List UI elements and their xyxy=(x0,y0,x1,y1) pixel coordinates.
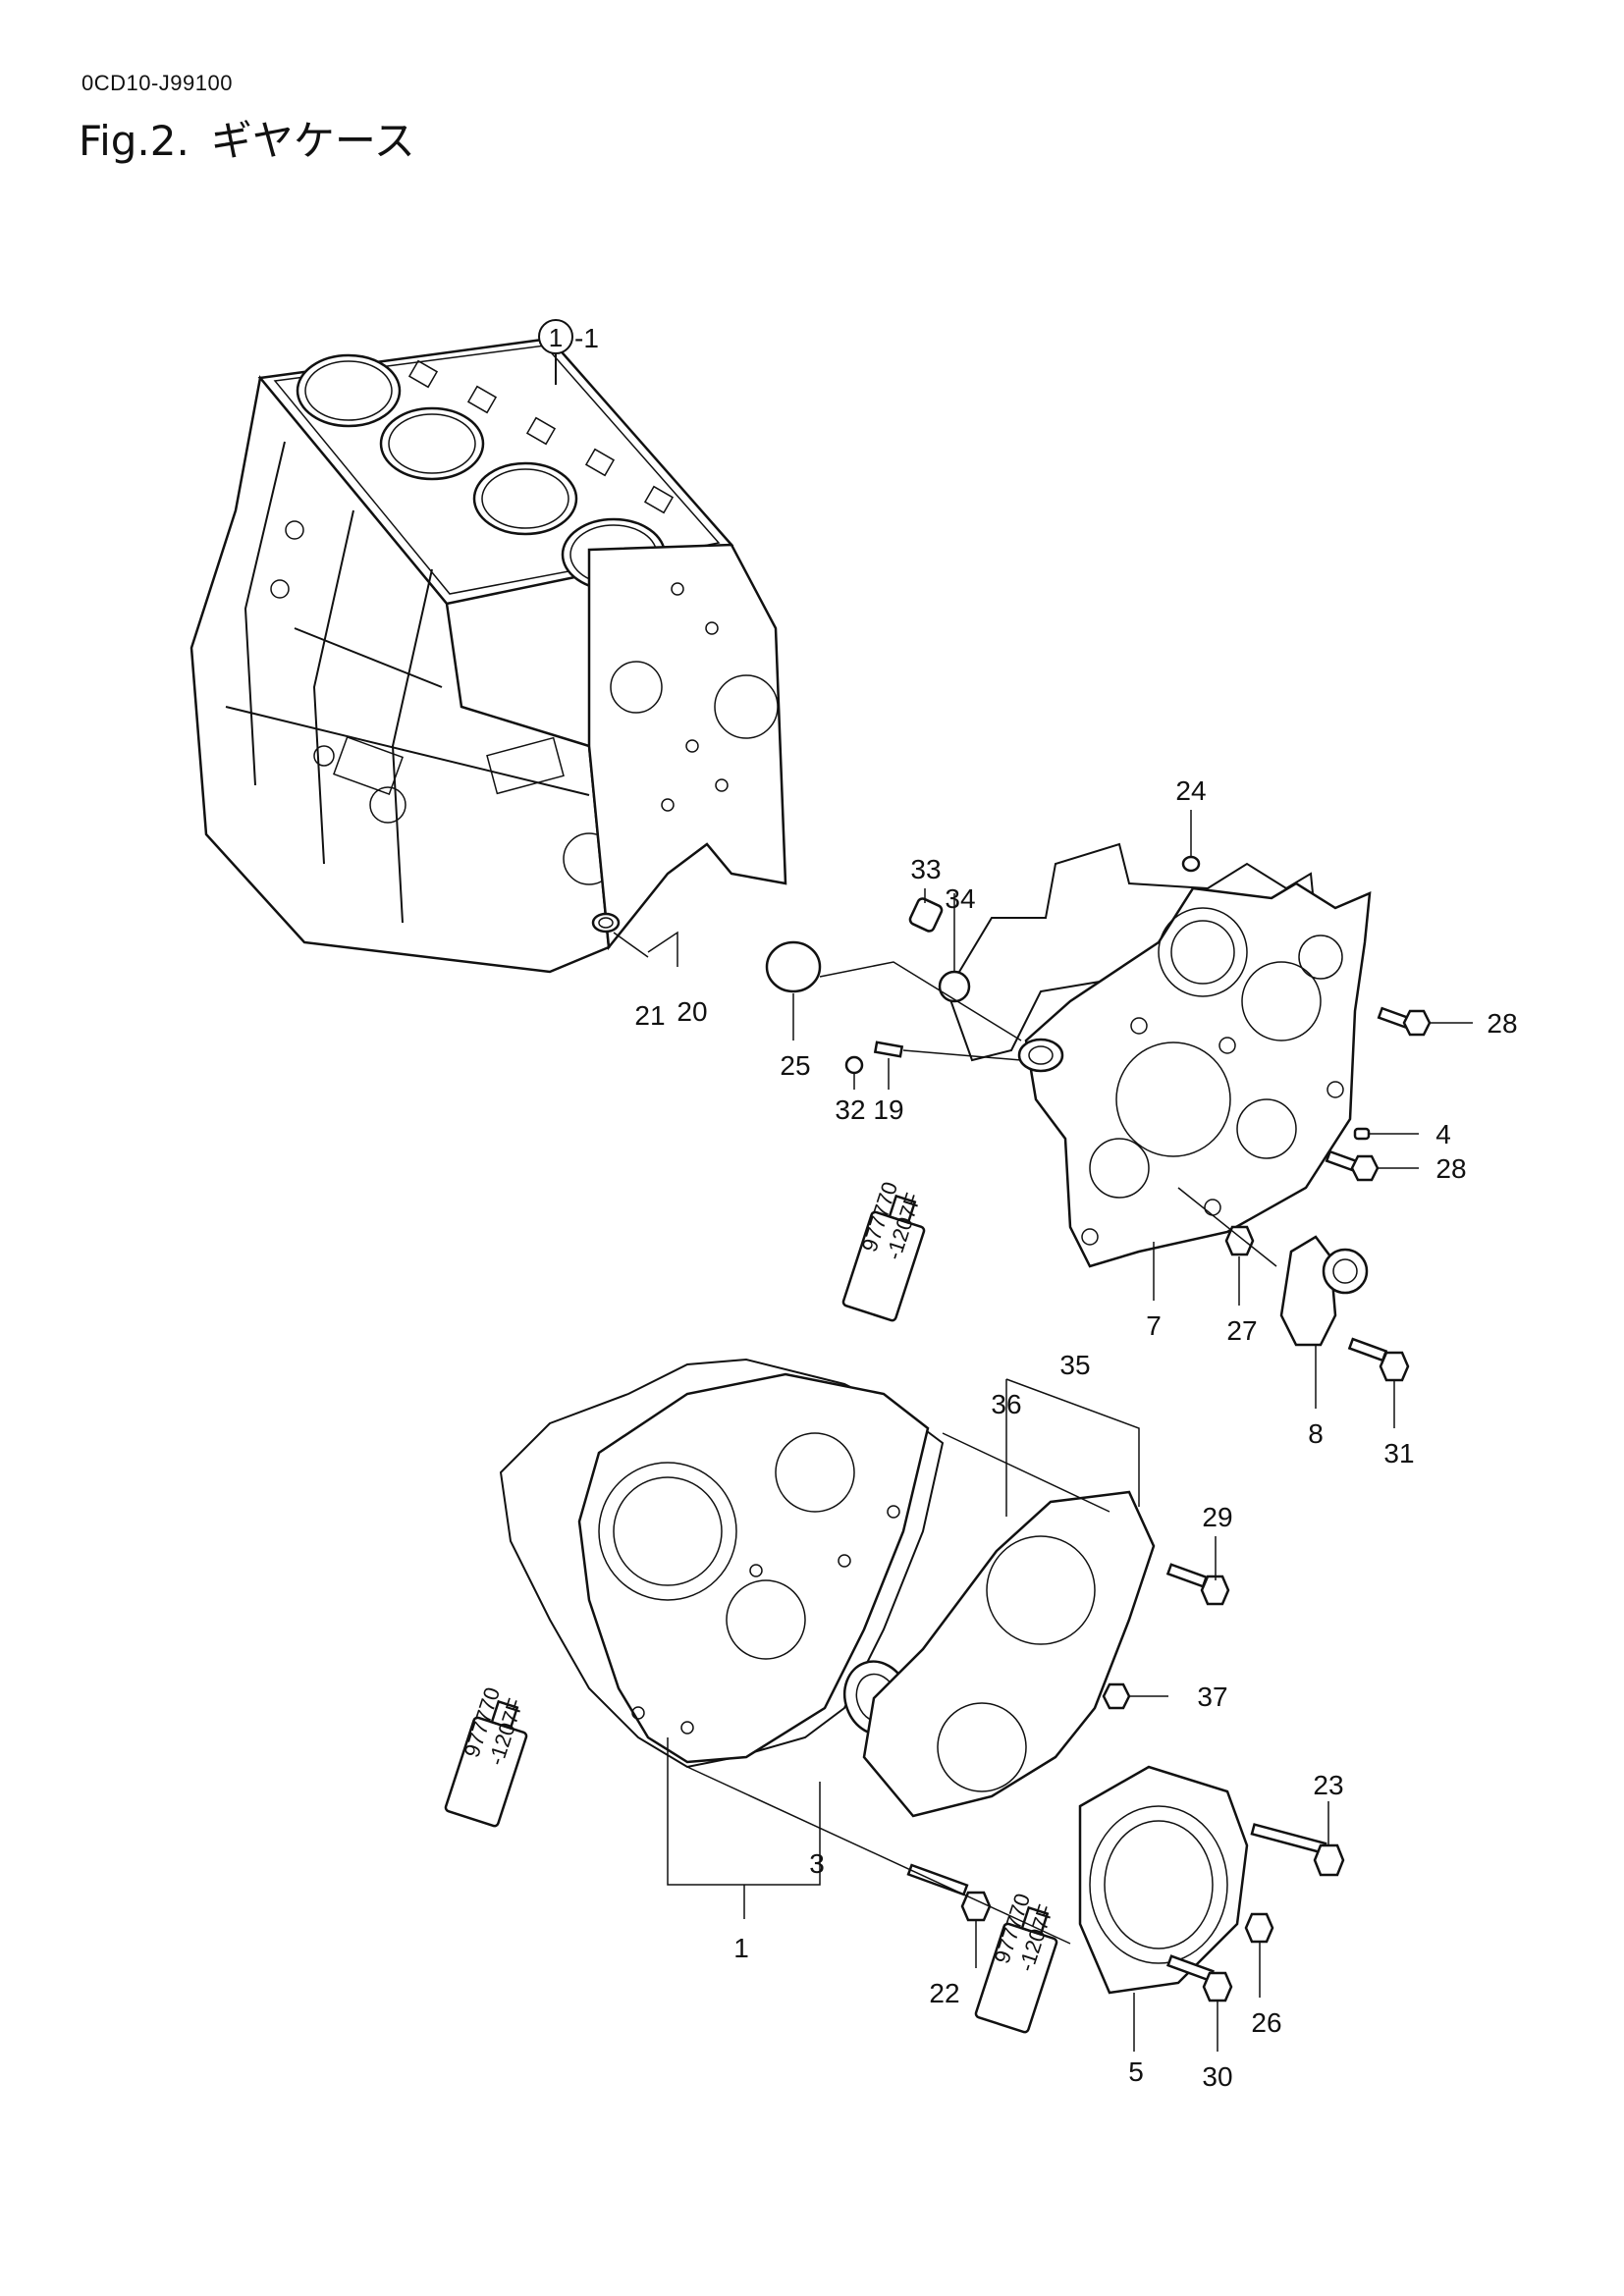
callout-30: 30 xyxy=(1202,2061,1232,2092)
callout-22: 22 xyxy=(929,1978,959,2008)
callout-19: 19 xyxy=(873,1095,903,1125)
callout-25: 25 xyxy=(780,1050,810,1081)
callout-labels: 1 3 4 5 7 8 19 20 21 22 23 24 25 26 27 2… xyxy=(634,775,1517,2092)
callout-29: 29 xyxy=(1202,1502,1232,1532)
reference-circle-number: 1 xyxy=(549,323,563,352)
callout-34: 34 xyxy=(945,883,975,914)
callout-28-lower: 28 xyxy=(1435,1153,1466,1184)
callout-37: 37 xyxy=(1197,1682,1227,1712)
timing-cover-drawing xyxy=(499,1358,1345,2002)
callout-33: 33 xyxy=(910,854,941,884)
callout-20: 20 xyxy=(677,996,707,1027)
callout-4: 4 xyxy=(1435,1119,1451,1149)
sealant-tube-2: 977770 -1207F xyxy=(444,1684,528,1828)
sealant-tube-1: 977770 -1207F xyxy=(841,1179,926,1322)
callout-36: 36 xyxy=(991,1389,1021,1419)
callout-24: 24 xyxy=(1175,775,1206,806)
callout-3: 3 xyxy=(809,1848,825,1879)
callout-26: 26 xyxy=(1251,2007,1281,2038)
callout-7: 7 xyxy=(1146,1310,1162,1341)
document-code: 0CD10-J99100 xyxy=(81,71,233,95)
callout-28-upper: 28 xyxy=(1487,1008,1517,1039)
callout-31: 31 xyxy=(1383,1438,1414,1468)
figure-name: ギヤケース xyxy=(210,117,415,165)
callout-5: 5 xyxy=(1128,2056,1144,2087)
reference-suffix: -1 xyxy=(574,323,599,353)
figure-title: Fig.2. ギヤケース xyxy=(79,108,437,168)
callout-8: 8 xyxy=(1308,1418,1324,1449)
callout-23: 23 xyxy=(1313,1770,1343,1800)
cylinder-block-drawing xyxy=(189,337,787,974)
callout-32: 32 xyxy=(835,1095,865,1125)
gear-case-drawing xyxy=(765,842,1432,1382)
callout-27: 27 xyxy=(1226,1315,1257,1346)
callout-21: 21 xyxy=(634,1000,665,1031)
callout-35: 35 xyxy=(1059,1350,1090,1380)
figure-number: Fig.2. xyxy=(79,117,189,165)
reference-marker: 1 -1 xyxy=(538,319,599,385)
leader-lines xyxy=(613,810,1473,2052)
callout-1: 1 xyxy=(733,1933,749,1963)
